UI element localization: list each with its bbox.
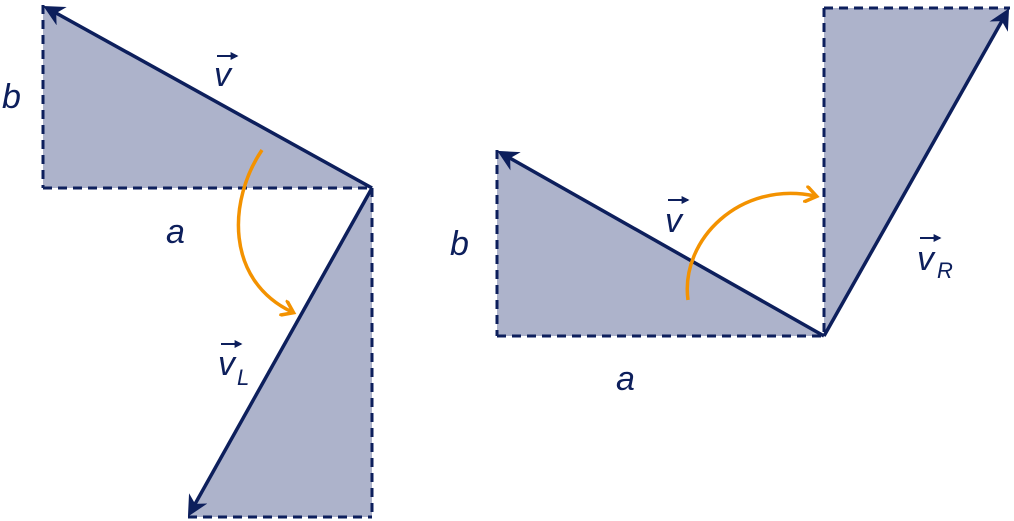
- label-vR: v R: [917, 234, 953, 283]
- label-vL: v L: [218, 340, 249, 390]
- svg-text:L: L: [237, 365, 249, 390]
- label-v-left: v: [214, 52, 239, 94]
- label-b-left: b: [2, 78, 21, 116]
- label-b-right: b: [450, 225, 469, 263]
- vector-v-arrow-right: [497, 150, 825, 338]
- svg-text:v: v: [214, 56, 233, 94]
- rotation-arc-left: [236, 149, 292, 312]
- label-a-left: a: [166, 213, 185, 251]
- svg-text:v: v: [218, 345, 237, 383]
- label-a-right: a: [616, 360, 635, 398]
- vector-vR-arrow: [822, 8, 1010, 337]
- vector-v-arrow-left: [43, 5, 373, 190]
- vector-vL-arrow: [187, 187, 374, 517]
- right-figure: b a v v R: [450, 6, 1010, 398]
- svg-text:R: R: [937, 258, 953, 283]
- svg-text:v: v: [665, 202, 684, 240]
- svg-text:v: v: [917, 240, 936, 278]
- label-v-right: v: [665, 196, 690, 240]
- left-figure: b a v v L: [2, 5, 374, 519]
- rotation-arc-right: [685, 193, 815, 301]
